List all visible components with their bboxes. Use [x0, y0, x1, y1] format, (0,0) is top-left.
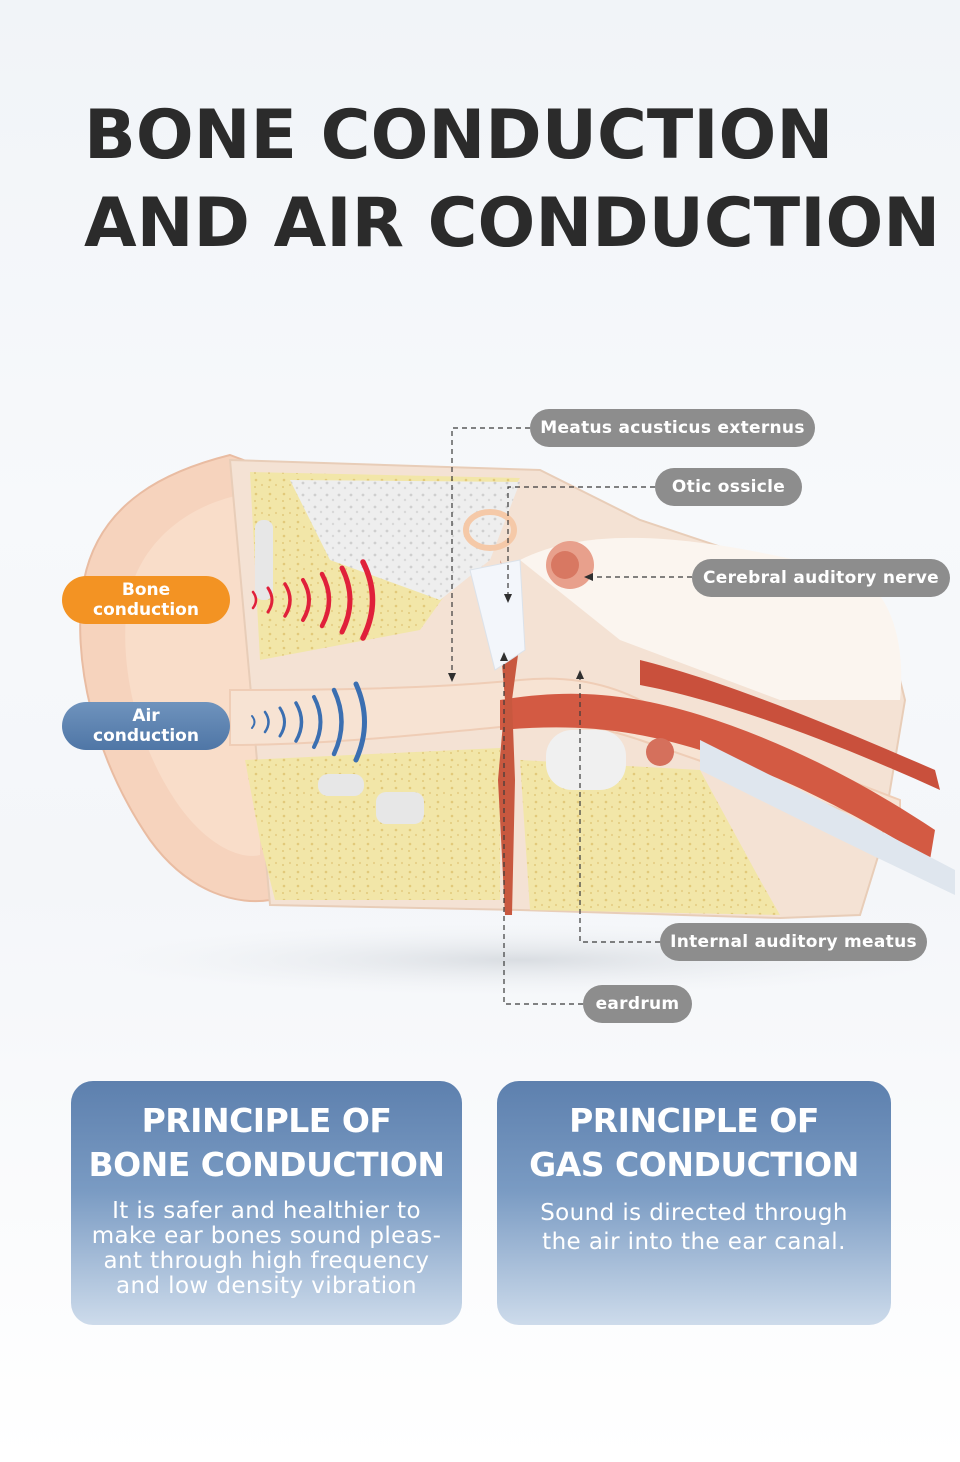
bone-card-title-line-2: BONE CONDUCTION: [88, 1145, 445, 1184]
bone-conduction-label: Bone conduction: [62, 576, 230, 624]
bone-void-5: [646, 738, 674, 766]
ear-anatomy-illustration: [79, 427, 955, 1005]
bone-card-line-4: and low density vibration: [115, 1273, 417, 1299]
title-line-2: AND AIR CONDUCTION: [84, 184, 941, 263]
bone-conduction-label-line-1: Bone: [121, 580, 171, 600]
gas-card-title: PRINCIPLE OF GAS CONDUCTION: [497, 1099, 891, 1187]
callout-eardrum: eardrum: [583, 985, 692, 1023]
bone-card-description: It is safer and healthier to make ear bo…: [71, 1199, 462, 1299]
bone-void-4: [546, 730, 626, 790]
upper-grey-bone: [290, 480, 520, 600]
cochlea-inner: [551, 551, 579, 579]
eardrum-membrane: [469, 559, 526, 671]
air-waves: [251, 681, 367, 763]
bone-conduction-card: PRINCIPLE OF BONE CONDUCTION It is safer…: [71, 1081, 462, 1325]
gas-conduction-card: PRINCIPLE OF GAS CONDUCTION Sound is dir…: [497, 1081, 891, 1325]
nerve-band: [700, 740, 955, 895]
bone-card-line-2: make ear bones sound pleas-: [91, 1223, 442, 1249]
gas-card-description: Sound is directed through the air into t…: [497, 1199, 891, 1257]
bone-waves: [251, 559, 376, 641]
bone-card-line-1: It is safer and healthier to: [112, 1198, 421, 1224]
gas-card-line-2: the air into the ear canal.: [542, 1229, 846, 1255]
page-title: BONE CONDUCTION AND AIR CONDUCTION: [84, 92, 940, 268]
callout-meatus-acusticus-externus: Meatus acusticus externus: [530, 409, 815, 447]
lower-bone-right: [520, 760, 780, 915]
bone-card-title-line-1: PRINCIPLE OF: [141, 1101, 392, 1140]
callout-otic-ossicle: Otic ossicle: [655, 468, 802, 506]
bone-card-line-3: ant through high frequency: [103, 1248, 430, 1274]
air-conduction-label-line-1: Air: [132, 706, 160, 726]
lower-bone: [245, 748, 500, 900]
bone-void-3: [376, 792, 424, 824]
bone-void-1: [255, 520, 273, 600]
muscle-right: [640, 660, 940, 790]
callout-cerebral-auditory-nerve: Cerebral auditory nerve: [692, 559, 950, 597]
air-conduction-label-line-2: conduction: [93, 726, 199, 746]
muscle-upper: [500, 693, 935, 860]
bone-void-2: [318, 774, 364, 796]
bone-card-title: PRINCIPLE OF BONE CONDUCTION: [71, 1099, 462, 1187]
semicircular-canal: [463, 509, 517, 551]
callout-internal-auditory-meatus: Internal auditory meatus: [660, 923, 927, 961]
air-conduction-label: Air conduction: [62, 702, 230, 750]
gas-card-line-1: Sound is directed through: [540, 1200, 848, 1226]
leader-lines: [451, 427, 692, 1005]
title-line-1: BONE CONDUCTION: [84, 96, 834, 175]
bone-conduction-label-line-2: conduction: [93, 600, 199, 620]
gas-card-title-line-2: GAS CONDUCTION: [529, 1145, 859, 1184]
gas-card-title-line-1: PRINCIPLE OF: [569, 1101, 819, 1140]
leader-arrows: [448, 573, 593, 682]
